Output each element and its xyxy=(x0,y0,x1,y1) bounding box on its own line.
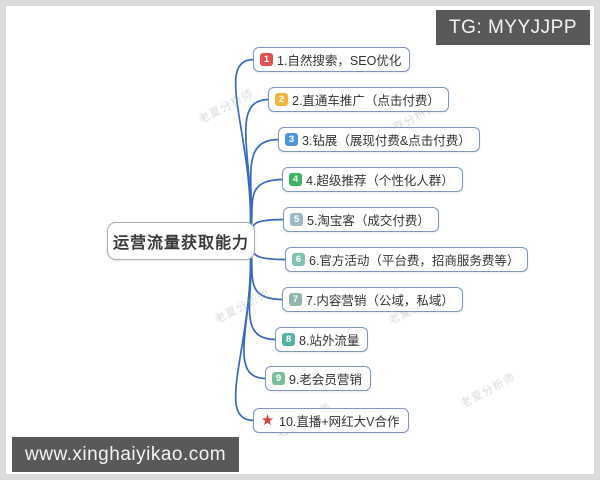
number-badge-icon: 3 xyxy=(285,133,298,146)
branch-node-9: 9 9.老会员营销 xyxy=(265,366,371,391)
branch-node-label: 9.老会员营销 xyxy=(289,373,362,387)
branch-node-8: 8 8.站外流量 xyxy=(275,327,369,352)
branch-node-label: 2.直通车推广（点击付费） xyxy=(292,94,440,108)
branch-node-1: 1 1.自然搜索，SEO优化 xyxy=(253,47,411,72)
branch-node-label: 1.自然搜索，SEO优化 xyxy=(277,54,402,68)
branch-node-5: 5 5.淘宝客（成交付费） xyxy=(283,207,439,232)
branch-node-label: 5.淘宝客（成交付费） xyxy=(307,214,430,228)
connector-line-6 xyxy=(249,239,287,261)
branch-node-label: 10.直播+网红大V合作 xyxy=(279,415,400,429)
branch-node-7: 7 7.内容营销（公域，私域） xyxy=(282,287,463,312)
connector-line-5 xyxy=(249,218,285,241)
connector-line-1 xyxy=(234,58,255,241)
number-badge-icon: 7 xyxy=(289,293,302,306)
telegram-watermark-badge: TG: MYYJJPP xyxy=(436,10,590,45)
website-watermark-badge: www.xinghaiyikao.com xyxy=(12,437,240,472)
connector-line-10 xyxy=(234,239,255,422)
branch-node-10: ★ 10.直播+网红大V合作 xyxy=(253,408,409,433)
branch-node-2: 2 2.直通车推广（点击付费） xyxy=(268,87,449,112)
number-badge-icon: 1 xyxy=(260,53,273,66)
connector-line-3 xyxy=(249,138,280,241)
connector-line-2 xyxy=(244,98,270,241)
diagonal-watermark: 老夏分析师 xyxy=(197,87,256,127)
branch-node-label: 6.官方活动（平台费，招商服务费等） xyxy=(309,254,520,268)
branch-node-4: 4 4.超级推荐（个性化人群） xyxy=(282,167,463,192)
branch-node-6: 6 6.官方活动（平台费，招商服务费等） xyxy=(285,247,529,272)
root-node: 运营流量获取能力 xyxy=(107,222,255,260)
number-badge-icon: 9 xyxy=(272,372,285,385)
branch-node-label: 8.站外流量 xyxy=(299,334,360,348)
branch-node-label: 3.钻展（展现付费&点击付费） xyxy=(302,134,471,148)
branch-node-label: 7.内容营销（公域，私域） xyxy=(306,294,454,308)
star-icon: ★ xyxy=(260,412,275,429)
connector-line-9 xyxy=(243,239,267,380)
number-badge-icon: 8 xyxy=(282,333,295,346)
branch-node-3: 3 3.钻展（展现付费&点击付费） xyxy=(278,127,480,152)
number-badge-icon: 5 xyxy=(290,213,303,226)
number-badge-icon: 6 xyxy=(292,253,305,266)
root-node-label: 运营流量获取能力 xyxy=(112,235,249,252)
number-badge-icon: 4 xyxy=(289,173,302,186)
branch-node-label: 4.超级推荐（个性化人群） xyxy=(306,174,454,188)
diagonal-watermark: 老夏分析师 xyxy=(459,371,518,411)
number-badge-icon: 2 xyxy=(275,93,288,106)
diagonal-watermark: 老夏分析师 xyxy=(213,287,272,327)
mindmap-links xyxy=(234,58,287,422)
